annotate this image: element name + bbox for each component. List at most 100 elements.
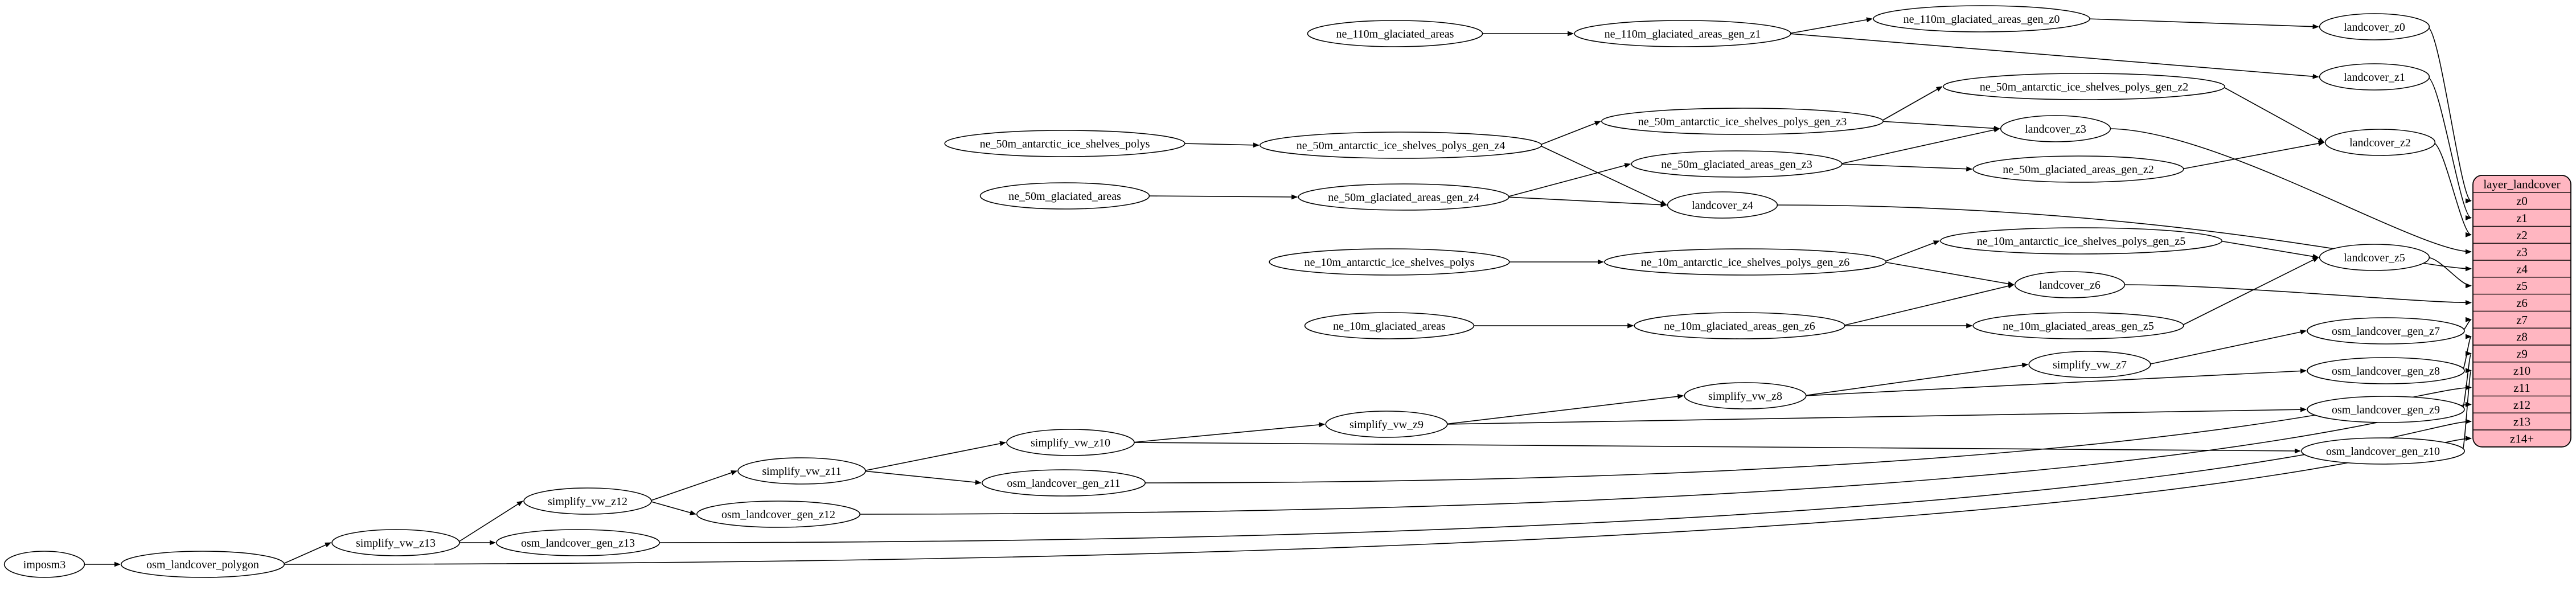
node-ellipse-ne_10m_glaciated_areas bbox=[1304, 312, 1475, 339]
edge-simplify_vw_z12-to-simplify_vw_z11 bbox=[649, 470, 737, 502]
edge-ne_50m_antarctic_ice_shelves_polys_gen_z3-to-ne_50m_antarctic_ice_shelves_polys_gen_z2 bbox=[1880, 86, 1943, 122]
node-ellipse-simplify_vw_z7 bbox=[2028, 351, 2151, 378]
node-ne_50m_glaciated_areas: ne_50m_glaciated_areas bbox=[979, 182, 1150, 210]
layer-landcover-table-title: layer_landcover bbox=[2483, 177, 2560, 191]
node-ellipse-osm_landcover_gen_z10 bbox=[2301, 437, 2466, 465]
node-ellipse-ne_50m_glaciated_areas bbox=[979, 182, 1150, 210]
node-label-landcover_z5: landcover_z5 bbox=[2344, 252, 2405, 264]
edge-simplify_vw_z8-to-simplify_vw_z7 bbox=[1803, 362, 2029, 396]
node-ne_50m_antarctic_ice_shelves_polys: ne_50m_antarctic_ice_shelves_polys bbox=[944, 130, 1186, 157]
table-row-z0: z0 bbox=[2516, 194, 2528, 208]
node-simplify_vw_z12: simplify_vw_z12 bbox=[523, 487, 652, 515]
node-osm_landcover_gen_z13: osm_landcover_gen_z13 bbox=[495, 529, 660, 556]
node-landcover_z5: landcover_z5 bbox=[2319, 244, 2430, 271]
node-ellipse-osm_landcover_gen_z8 bbox=[2307, 357, 2465, 384]
edge-ne_10m_glaciated_areas_gen_z6-to-landcover_z6 bbox=[1842, 283, 2015, 326]
table-row-z1: z1 bbox=[2516, 211, 2528, 225]
node-label-ne_110m_glaciated_areas: ne_110m_glaciated_areas bbox=[1336, 28, 1454, 40]
node-ne_10m_glaciated_areas: ne_10m_glaciated_areas bbox=[1304, 312, 1475, 339]
node-label-ne_10m_glaciated_areas_gen_z5: ne_10m_glaciated_areas_gen_z5 bbox=[2003, 320, 2153, 333]
node-ellipse-landcover_z3 bbox=[2000, 115, 2111, 142]
node-ellipse-ne_10m_antarctic_ice_shelves_polys_gen_z6 bbox=[1604, 248, 1887, 276]
edge-simplify_vw_z9-to-osm_landcover_gen_z9 bbox=[1445, 407, 2307, 425]
node-simplify_vw_z13: simplify_vw_z13 bbox=[331, 529, 460, 556]
node-ellipse-simplify_vw_z13 bbox=[331, 529, 460, 556]
node-landcover_z0: landcover_z0 bbox=[2319, 13, 2430, 40]
edge-ne_10m_antarctic_ice_shelves_polys_gen_z6-to-landcover_z6 bbox=[1884, 261, 2015, 286]
node-label-ne_110m_glaciated_areas_gen_z1: ne_110m_glaciated_areas_gen_z1 bbox=[1605, 28, 1761, 40]
node-ellipse-landcover_z4 bbox=[1667, 191, 1778, 219]
node-ne_110m_glaciated_areas_gen_z0: ne_110m_glaciated_areas_gen_z0 bbox=[1873, 5, 2090, 32]
node-ellipse-simplify_vw_z12 bbox=[523, 487, 652, 515]
edge-ne_50m_antarctic_ice_shelves_polys_gen_z4-to-landcover_z4 bbox=[1539, 145, 1667, 206]
node-label-ne_10m_antarctic_ice_shelves_polys_gen_z6: ne_10m_antarctic_ice_shelves_polys_gen_z… bbox=[1641, 256, 1850, 269]
node-ellipse-landcover_z6 bbox=[2014, 271, 2126, 298]
edge-ne_50m_antarctic_ice_shelves_polys_gen_z4-to-ne_50m_antarctic_ice_shelves_polys_gen_z3 bbox=[1539, 121, 1601, 146]
node-label-ne_50m_glaciated_areas_gen_z2: ne_50m_glaciated_areas_gen_z2 bbox=[2003, 163, 2153, 176]
node-label-osm_landcover_gen_z8: osm_landcover_gen_z8 bbox=[2332, 365, 2440, 378]
node-label-simplify_vw_z12: simplify_vw_z12 bbox=[548, 495, 627, 508]
node-ellipse-ne_10m_glaciated_areas_gen_z6 bbox=[1634, 312, 1845, 339]
edges-layer bbox=[82, 17, 2472, 567]
node-label-ne_50m_antarctic_ice_shelves_polys_gen_z4: ne_50m_antarctic_ice_shelves_polys_gen_z… bbox=[1297, 140, 1506, 152]
node-label-ne_10m_antarctic_ice_shelves_polys: ne_10m_antarctic_ice_shelves_polys bbox=[1305, 256, 1475, 269]
table-row-z2: z2 bbox=[2516, 228, 2528, 242]
node-ellipse-landcover_z0 bbox=[2319, 13, 2430, 40]
node-osm_landcover_gen_z8: osm_landcover_gen_z8 bbox=[2307, 357, 2465, 384]
node-ellipse-ne_50m_glaciated_areas_gen_z3 bbox=[1631, 150, 1843, 178]
table-row-z7: z7 bbox=[2516, 313, 2528, 327]
edge-simplify_vw_z11-to-osm_landcover_gen_z11 bbox=[863, 470, 982, 485]
node-ellipse-ne_110m_glaciated_areas bbox=[1307, 20, 1483, 47]
table-row-z3: z3 bbox=[2516, 245, 2528, 259]
node-ellipse-landcover_z2 bbox=[2324, 129, 2436, 156]
node-label-osm_landcover_gen_z9: osm_landcover_gen_z9 bbox=[2332, 404, 2440, 416]
node-label-ne_10m_antarctic_ice_shelves_polys_gen_z5: ne_10m_antarctic_ice_shelves_polys_gen_z… bbox=[1977, 235, 2186, 248]
node-ellipse-simplify_vw_z8 bbox=[1684, 382, 1807, 409]
node-label-osm_landcover_gen_z7: osm_landcover_gen_z7 bbox=[2332, 325, 2440, 338]
edge-osm_landcover_gen_z8-to-layer-landcover-z8 bbox=[2462, 334, 2472, 371]
edge-ne_50m_glaciated_areas_gen_z4-to-landcover_z4 bbox=[1506, 196, 1667, 207]
node-ellipse-osm_landcover_gen_z7 bbox=[2307, 317, 2465, 345]
node-landcover_z3: landcover_z3 bbox=[2000, 115, 2111, 142]
node-osm_landcover_gen_z9: osm_landcover_gen_z9 bbox=[2307, 396, 2465, 423]
node-simplify_vw_z8: simplify_vw_z8 bbox=[1684, 382, 1807, 409]
node-ellipse-ne_50m_antarctic_ice_shelves_polys_gen_z2 bbox=[1943, 73, 2226, 100]
table-row-z14+: z14+ bbox=[2510, 432, 2534, 445]
edge-ne_110m_glaciated_areas_gen_z1-to-landcover_z1 bbox=[1788, 33, 2319, 79]
node-ellipse-landcover_z5 bbox=[2319, 244, 2430, 271]
node-label-osm_landcover_gen_z13: osm_landcover_gen_z13 bbox=[521, 537, 635, 550]
edge-landcover_z1-to-layer-landcover-z1 bbox=[2427, 76, 2472, 220]
node-label-landcover_z4: landcover_z4 bbox=[1692, 199, 1753, 212]
node-ellipse-simplify_vw_z10 bbox=[1006, 429, 1135, 456]
edge-ne_50m_antarctic_ice_shelves_polys_gen_z2-to-landcover_z2 bbox=[2222, 86, 2325, 143]
layer-landcover-table: layer_landcoverz0z1z2z3z4z5z6z7z8z9z10z1… bbox=[2472, 175, 2571, 448]
node-landcover_z1: landcover_z1 bbox=[2319, 63, 2430, 91]
node-imposm3: imposm3 bbox=[3, 551, 85, 578]
node-ne_50m_antarctic_ice_shelves_polys_gen_z4: ne_50m_antarctic_ice_shelves_polys_gen_z… bbox=[1260, 132, 1543, 159]
node-label-ne_50m_antarctic_ice_shelves_polys: ne_50m_antarctic_ice_shelves_polys bbox=[980, 138, 1150, 150]
edge-ne_10m_antarctic_ice_shelves_polys_gen_z6-to-ne_10m_antarctic_ice_shelves_polys_gen_z5 bbox=[1883, 240, 1940, 263]
edge-simplify_vw_z12-to-osm_landcover_gen_z12 bbox=[649, 501, 696, 515]
node-ellipse-landcover_z1 bbox=[2319, 63, 2430, 91]
edge-simplify_vw_z13-to-simplify_vw_z12 bbox=[457, 501, 523, 543]
node-label-landcover_z2: landcover_z2 bbox=[2349, 137, 2411, 149]
node-ellipse-ne_10m_antarctic_ice_shelves_polys bbox=[1269, 248, 1510, 276]
node-label-landcover_z0: landcover_z0 bbox=[2344, 21, 2405, 34]
node-ellipse-ne_50m_glaciated_areas_gen_z2 bbox=[1972, 155, 2184, 183]
table-row-z10: z10 bbox=[2513, 364, 2530, 378]
table-row-z4: z4 bbox=[2516, 262, 2528, 276]
edge-landcover_z5-to-layer-landcover-z5 bbox=[2427, 257, 2472, 289]
edge-simplify_vw_z7-to-osm_landcover_gen_z7 bbox=[2148, 329, 2307, 365]
edge-osm_landcover_gen_z11-to-layer-landcover-z11 bbox=[1143, 385, 2472, 483]
node-ellipse-osm_landcover_polygon bbox=[121, 551, 285, 578]
node-ne_50m_glaciated_areas_gen_z2: ne_50m_glaciated_areas_gen_z2 bbox=[1972, 155, 2184, 183]
node-landcover_z4: landcover_z4 bbox=[1667, 191, 1778, 219]
node-label-simplify_vw_z10: simplify_vw_z10 bbox=[1031, 437, 1110, 449]
node-ellipse-ne_50m_antarctic_ice_shelves_polys_gen_z4 bbox=[1260, 132, 1543, 159]
edge-ne_50m_glaciated_areas-to-ne_50m_glaciated_areas_gen_z4 bbox=[1147, 194, 1298, 200]
node-label-ne_110m_glaciated_areas_gen_z0: ne_110m_glaciated_areas_gen_z0 bbox=[1904, 13, 2060, 26]
node-ne_10m_glaciated_areas_gen_z5: ne_10m_glaciated_areas_gen_z5 bbox=[1972, 312, 2184, 339]
node-label-landcover_z6: landcover_z6 bbox=[2039, 279, 2101, 292]
edge-ne_10m_antarctic_ice_shelves_polys_gen_z5-to-landcover_z5 bbox=[2220, 240, 2319, 259]
